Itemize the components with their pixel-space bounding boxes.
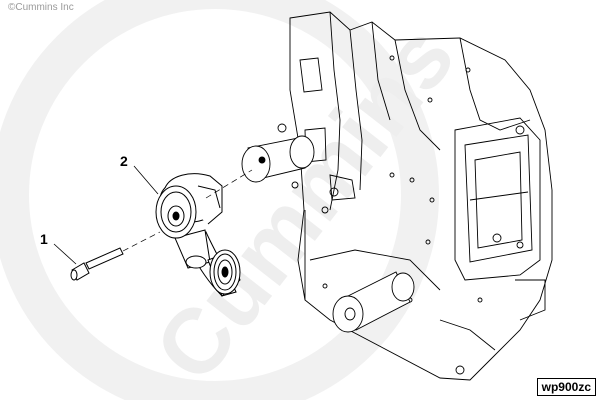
callout-1: 1	[40, 231, 77, 265]
belt-tensioner	[155, 173, 241, 297]
copyright-text: ©Cummins Inc	[8, 2, 74, 13]
pump-boss	[241, 135, 315, 183]
watermark: Cummins	[0, 0, 474, 400]
capscrew-bolt	[70, 247, 124, 281]
assembly-lines	[122, 169, 253, 252]
figure-code: wp900zc	[536, 378, 596, 396]
engine-housing	[277, 11, 553, 381]
callout-2-label: 2	[120, 153, 128, 169]
lower-boss	[332, 271, 415, 333]
callout-1-label: 1	[40, 231, 48, 247]
callout-2: 2	[120, 153, 159, 195]
